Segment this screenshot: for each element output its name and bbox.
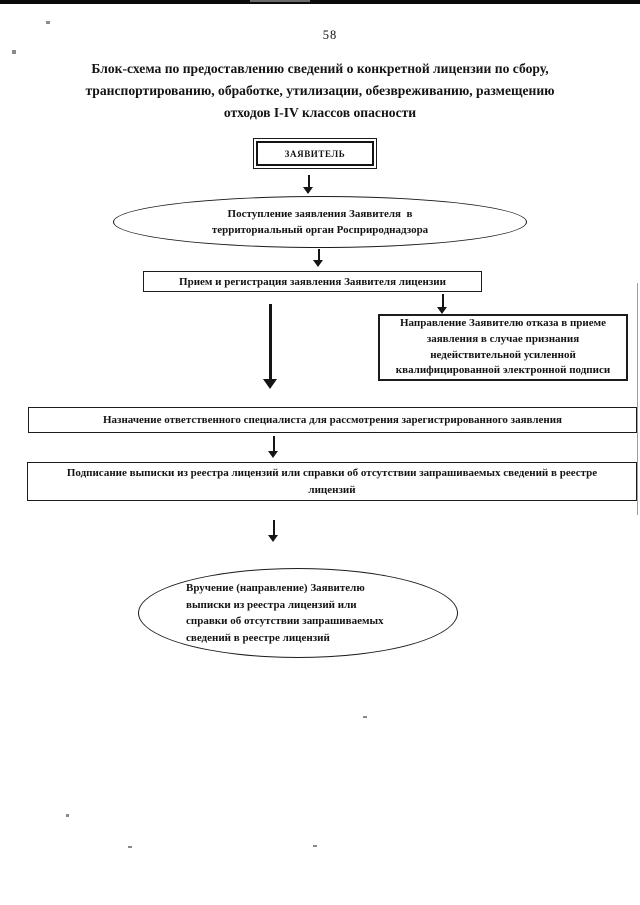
assignment-box: Назначение ответственного специалиста дл… xyxy=(28,407,637,433)
delivery-ellipse-line-2: выписки из реестра лицензий или xyxy=(186,598,357,611)
scan-speckle xyxy=(313,845,317,847)
receipt-ellipse-line-1: Поступление заявления Заявителя в xyxy=(227,208,413,220)
rejection-box: Направление Заявителю отказа в приеме за… xyxy=(378,314,628,381)
signing-box-line-1: Подписание выписки из реестра лицензий и… xyxy=(66,466,598,479)
assignment-box-label: Назначение ответственного специалиста дл… xyxy=(102,414,563,426)
scan-top-edge-bar xyxy=(0,0,640,4)
document-title: Блок-схема по предоставлению сведений о … xyxy=(20,58,620,124)
rejection-box-line-1: Направление Заявителю отказа в приеме xyxy=(399,316,606,329)
arrow-receipt-to-registration xyxy=(313,249,324,267)
rejection-box-line-2: заявления в случае признания xyxy=(426,332,580,345)
document-title-line-3: отходов I-IV классов опасности xyxy=(223,105,417,120)
scan-top-edge-highlight xyxy=(250,0,310,2)
arrow-assignment-to-signing xyxy=(268,436,279,458)
receipt-ellipse-line-2: территориальный орган Росприроднадзора xyxy=(211,224,429,236)
scan-speckle xyxy=(46,21,50,24)
delivery-ellipse-line-3: справки об отсутствии запрашиваемых xyxy=(186,615,384,627)
registration-box-label: Прием и регистрация заявления Заявителя … xyxy=(179,275,446,288)
delivery-ellipse-line-1: Вручение (направление) Заявителю xyxy=(186,582,365,594)
applicant-box: ЗАЯВИТЕЛЬ xyxy=(253,138,377,169)
rejection-box-line-4: квалифицированной электронной подписи xyxy=(395,364,611,377)
scan-speckle xyxy=(66,814,69,817)
arrow-signing-to-delivery xyxy=(268,520,279,542)
document-title-line-2: транспортированию, обработке, утилизации… xyxy=(85,83,555,98)
applicant-label: ЗАЯВИТЕЛЬ xyxy=(256,141,374,166)
delivery-ellipse: Вручение (направление) Заявителю выписки… xyxy=(138,568,458,658)
receipt-ellipse: Поступление заявления Заявителя в террит… xyxy=(113,196,527,248)
scan-speckle xyxy=(363,716,367,718)
document-title-line-1: Блок-схема по предоставлению сведений о … xyxy=(91,61,549,76)
page-number: 58 xyxy=(322,28,338,42)
delivery-ellipse-line-4: сведений в реестре лицензий xyxy=(186,631,330,644)
registration-box: Прием и регистрация заявления Заявителя … xyxy=(143,271,482,292)
rejection-box-line-3: недействительной усиленной xyxy=(430,348,576,361)
arrow-registration-to-rejection xyxy=(437,294,448,314)
arrow-applicant-to-receipt xyxy=(303,175,314,194)
arrow-registration-to-assignment xyxy=(263,304,277,389)
scan-speckle xyxy=(128,846,132,848)
scan-speckle xyxy=(12,50,16,54)
signing-box-line-2: лицензий xyxy=(308,483,356,496)
page-edge-line xyxy=(637,283,638,515)
signing-box: Подписание выписки из реестра лицензий и… xyxy=(27,462,637,501)
